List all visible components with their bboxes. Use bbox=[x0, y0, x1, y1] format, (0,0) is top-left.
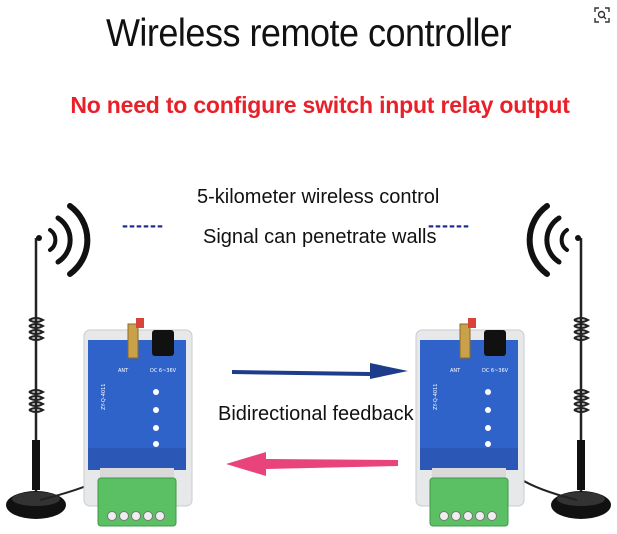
right-relay-module: ANT DC 6~36V ZY-Q-4011 bbox=[415, 318, 525, 527]
svg-text:ANT: ANT bbox=[450, 368, 461, 374]
dashed-link-left: ------ bbox=[122, 215, 164, 235]
left-antenna bbox=[6, 238, 101, 519]
page-title: Wireless remote controller bbox=[105, 10, 512, 55]
svg-text:ANT: ANT bbox=[118, 368, 129, 374]
left-relay-module: ANT DC 6~36V ZY-Q-4011 bbox=[83, 318, 193, 527]
svg-text:DC 6~36V: DC 6~36V bbox=[150, 368, 177, 374]
forward-arrow bbox=[232, 363, 408, 379]
right-antenna bbox=[518, 238, 611, 519]
subtitle: No need to configure switch input relay … bbox=[70, 92, 570, 118]
feedback-arrow bbox=[226, 452, 398, 476]
caption-walls: Signal can penetrate walls bbox=[203, 226, 437, 248]
caption-feedback: Bidirectional feedback bbox=[218, 403, 414, 425]
svg-text:ZY-Q-4011: ZY-Q-4011 bbox=[101, 384, 107, 410]
svg-text:ZY-Q-4011: ZY-Q-4011 bbox=[433, 384, 439, 410]
caption-range: 5-kilometer wireless control bbox=[197, 186, 440, 208]
wifi-waves-icon bbox=[526, 203, 581, 277]
wifi-waves-icon bbox=[36, 203, 91, 277]
zoom-scan-button[interactable] bbox=[591, 4, 613, 26]
dashed-link-right: ------ bbox=[428, 215, 470, 235]
zoom-scan-icon bbox=[594, 7, 610, 23]
svg-text:DC 6~36V: DC 6~36V bbox=[482, 368, 509, 374]
